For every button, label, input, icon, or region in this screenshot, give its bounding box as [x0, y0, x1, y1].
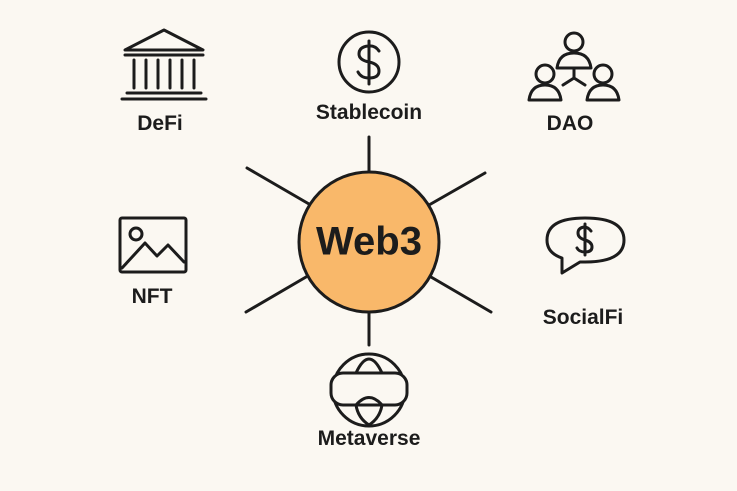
- web3-hub-label: Web3: [316, 219, 422, 264]
- image-icon: [118, 216, 188, 274]
- connector-lines: [244, 135, 493, 347]
- connector-line: [245, 166, 311, 206]
- dollar-coin-icon: [337, 30, 401, 94]
- people-network-icon: [527, 31, 621, 102]
- metaverse-label: Metaverse: [317, 427, 421, 450]
- dao-label: DAO: [546, 112, 594, 135]
- defi-label: DeFi: [137, 112, 183, 135]
- bank-icon: [120, 28, 208, 101]
- connector-line: [429, 275, 493, 314]
- socialfi-label: SocialFi: [542, 306, 624, 329]
- stablecoin-label: Stablecoin: [315, 101, 423, 124]
- vr-globe-icon: [329, 352, 409, 428]
- connector-line: [427, 171, 487, 207]
- nft-label: NFT: [131, 285, 173, 308]
- dollar-chat-bubble-icon: [545, 216, 626, 275]
- web3-hub-circle: [297, 170, 441, 314]
- connector-line: [244, 275, 308, 314]
